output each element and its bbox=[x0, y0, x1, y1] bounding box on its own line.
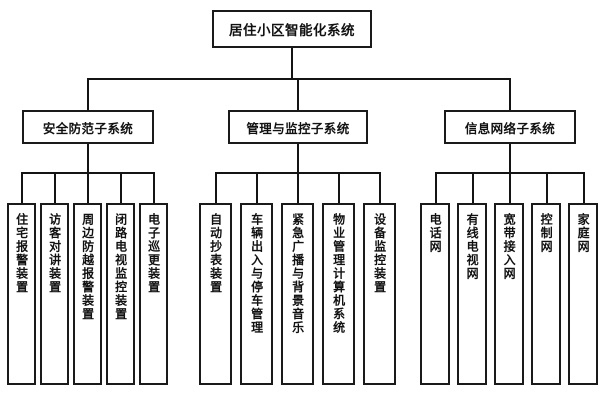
leaf-node-home-alarm-label: 住宅报警装置 bbox=[14, 213, 29, 294]
connector-security-drop-4 bbox=[120, 172, 122, 203]
branch-node-security[interactable]: 安全防范子系统 bbox=[22, 110, 154, 144]
leaf-node-home-alarm[interactable]: 住宅报警装置 bbox=[7, 203, 36, 385]
branch-node-information-network[interactable]: 信息网络子系统 bbox=[444, 110, 576, 144]
leaf-node-electronic-patrol[interactable]: 电子巡更装置 bbox=[139, 203, 168, 385]
connector-security-drop-5 bbox=[153, 172, 155, 203]
connector-management-drop-1 bbox=[215, 172, 217, 203]
branch-node-security-label: 安全防范子系统 bbox=[42, 120, 134, 136]
leaf-node-emergency-broadcast-music-label: 紧急广播与背景音乐 bbox=[290, 213, 305, 335]
leaf-node-automatic-meter-reading-label: 自动抄表装置 bbox=[208, 213, 223, 294]
leaf-node-cctv-monitoring[interactable]: 闭路电视监控装置 bbox=[106, 203, 135, 385]
connector-security-drop-3 bbox=[87, 172, 89, 203]
leaf-node-home-network-label: 家庭网 bbox=[576, 213, 591, 254]
connector-network-drop-2 bbox=[472, 172, 474, 203]
leaf-node-perimeter-intrusion-alarm-label: 周边防越报警装置 bbox=[80, 213, 95, 321]
root-node-residential-intelligent-system[interactable]: 居住小区智能化系统 bbox=[212, 10, 372, 48]
connector-level2-drop-3 bbox=[509, 78, 511, 110]
leaf-node-cable-tv-network[interactable]: 有线电视网 bbox=[457, 203, 487, 385]
leaf-node-automatic-meter-reading[interactable]: 自动抄表装置 bbox=[199, 203, 232, 385]
connector-root-stem bbox=[291, 48, 293, 78]
leaf-node-home-network[interactable]: 家庭网 bbox=[568, 203, 598, 385]
connector-management-drop-2 bbox=[256, 172, 258, 203]
branch-node-management[interactable]: 管理与监控子系统 bbox=[228, 110, 368, 144]
leaf-node-equipment-monitoring-label: 设备监控装置 bbox=[372, 213, 387, 294]
connector-level2-drop-1 bbox=[87, 78, 89, 110]
leaf-node-electronic-patrol-label: 电子巡更装置 bbox=[146, 213, 161, 294]
leaf-node-telephone-network[interactable]: 电话网 bbox=[420, 203, 450, 385]
leaf-node-cable-tv-network-label: 有线电视网 bbox=[465, 213, 480, 281]
leaf-node-visitor-intercom-label: 访客对讲装置 bbox=[47, 213, 62, 294]
connector-level2-drop-2 bbox=[297, 78, 299, 110]
leaf-node-perimeter-intrusion-alarm[interactable]: 周边防越报警装置 bbox=[73, 203, 102, 385]
leaf-node-vehicle-access-parking-label: 车辆出入与停车管理 bbox=[249, 213, 264, 335]
branch-node-management-label: 管理与监控子系统 bbox=[246, 120, 350, 136]
connector-management-drop-3 bbox=[297, 172, 299, 203]
connector-security-stem bbox=[87, 144, 89, 174]
leaf-node-property-management-computer-system[interactable]: 物业管理计算机系统 bbox=[322, 203, 355, 385]
connector-network-drop-5 bbox=[583, 172, 585, 203]
branch-node-information-network-label: 信息网络子系统 bbox=[464, 120, 556, 136]
leaf-node-broadband-access-network-label: 宽带接入网 bbox=[502, 213, 517, 281]
leaf-node-cctv-monitoring-label: 闭路电视监控装置 bbox=[113, 213, 128, 321]
leaf-node-broadband-access-network[interactable]: 宽带接入网 bbox=[494, 203, 524, 385]
connector-security-drop-1 bbox=[21, 172, 23, 203]
leaf-node-control-network-label: 控制网 bbox=[539, 213, 554, 254]
connector-management-drop-4 bbox=[338, 172, 340, 203]
leaf-node-emergency-broadcast-music[interactable]: 紧急广播与背景音乐 bbox=[281, 203, 314, 385]
leaf-node-visitor-intercom[interactable]: 访客对讲装置 bbox=[40, 203, 69, 385]
root-node-label: 居住小区智能化系统 bbox=[229, 23, 355, 39]
leaf-node-telephone-network-label: 电话网 bbox=[428, 213, 443, 254]
connector-network-stem bbox=[509, 144, 511, 174]
leaf-node-equipment-monitoring[interactable]: 设备监控装置 bbox=[363, 203, 396, 385]
connector-management-stem bbox=[297, 144, 299, 174]
leaf-node-property-management-computer-system-label: 物业管理计算机系统 bbox=[331, 213, 346, 335]
connector-management-drop-5 bbox=[379, 172, 381, 203]
connector-network-drop-1 bbox=[435, 172, 437, 203]
connector-network-drop-3 bbox=[509, 172, 511, 203]
connector-security-drop-2 bbox=[54, 172, 56, 203]
leaf-node-control-network[interactable]: 控制网 bbox=[531, 203, 561, 385]
connector-network-drop-4 bbox=[546, 172, 548, 203]
connector-level2-bus bbox=[87, 78, 511, 80]
leaf-node-vehicle-access-parking[interactable]: 车辆出入与停车管理 bbox=[240, 203, 273, 385]
